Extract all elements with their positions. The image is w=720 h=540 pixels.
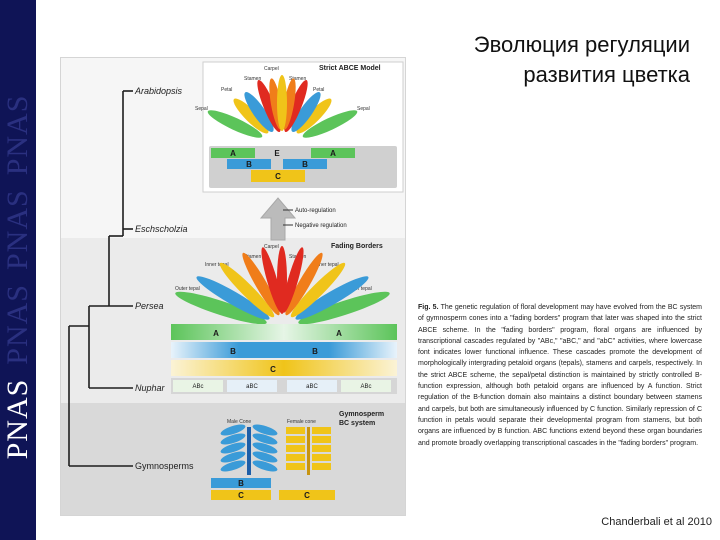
func-b-right-label: B [302,160,308,169]
gymnosperm-title-2: BC system [339,420,375,427]
gymnosperm-title-1: Gymnosperm [339,411,384,418]
activity-3-label: aBC [306,384,318,390]
female-cone-label: Female cone [287,419,316,425]
journal-watermark: PNAS PNAS PNAS PNAS [1,81,35,460]
func-c-label: C [275,172,281,181]
fb-func-c-label: C [270,365,276,374]
female-axis [307,427,310,475]
taxon-arabidopsis: Arabidopsis [134,86,183,96]
legend-negative: Negative regulation [295,223,347,229]
male-cone-label: Male Cone [227,419,251,425]
gym-func-c-left-label: C [238,491,244,500]
func-e-label: E [274,149,280,158]
func-b-left-label: B [246,160,252,169]
fb-carpel-center [277,246,287,314]
activity-2-label: aBC [246,384,258,390]
legend-auto: Auto-regulation [295,208,336,214]
fb-func-a-left-label: A [213,329,219,338]
male-cone [219,422,278,475]
phylogeny-tree [69,91,133,466]
taxon-nuphar: Nuphar [135,383,166,393]
evolution-arrow [261,198,295,240]
fb-func-b-bar [171,342,397,358]
func-a-right-label: A [330,149,336,158]
female-cone [286,427,331,475]
fb-organ-carpel: Carpel [264,244,279,250]
fb-func-b-left-label: B [230,347,236,356]
slide-title: Эволюция регуляции развития цветка [474,30,690,90]
figure-svg: Arabidopsis Eschscholzia Persea Nuphar G… [61,58,406,516]
fading-flower [173,246,392,330]
journal-mark: PNAS [1,95,34,176]
taxon-eschscholzia: Eschscholzia [135,224,188,234]
organ-petal-left: Petal [221,87,232,93]
organ-sepal-left: Sepal [195,106,208,112]
caption-text: The genetic regulation of floral develop… [418,304,702,447]
fb-func-a-right-label: A [336,329,342,338]
journal-sidebar: PNAS PNAS PNAS PNAS [0,0,36,540]
organ-sepal-right: Sepal [357,106,370,112]
organ-carpel: Carpel [264,66,279,72]
fb-func-a-bar [171,324,397,340]
citation: Chanderbali et al 2010 [601,516,712,528]
gym-func-c-right-label: C [304,491,310,500]
slide-title-line1: Эволюция регуляции [474,30,690,60]
gym-func-b-label: B [238,479,244,488]
func-a-left-label: A [230,149,236,158]
figure-caption: Fig. 5. The genetic regulation of floral… [418,302,702,524]
carpel-shape [277,75,287,131]
activity-4-label: ABc [360,384,371,390]
journal-mark: PNAS [1,379,34,460]
fb-func-b-right-label: B [312,347,318,356]
fading-borders-title: Fading Borders [331,243,383,250]
activity-1-label: ABc [192,384,203,390]
evolution-figure: Arabidopsis Eschscholzia Persea Nuphar G… [60,57,406,516]
slide-title-line2: развития цветка [474,60,690,90]
taxon-persea: Persea [135,301,164,311]
strict-model-title: Strict ABCE Model [319,65,381,72]
male-axis [247,427,251,475]
fb-organ-outer-left: Outer tepal [175,286,200,292]
caption-figure-number: Fig. 5. [418,304,439,311]
journal-mark: PNAS [1,189,34,270]
fb-func-c-bar [171,360,397,376]
taxon-gymnosperms: Gymnosperms [135,461,194,471]
journal-mark: PNAS [1,284,34,365]
